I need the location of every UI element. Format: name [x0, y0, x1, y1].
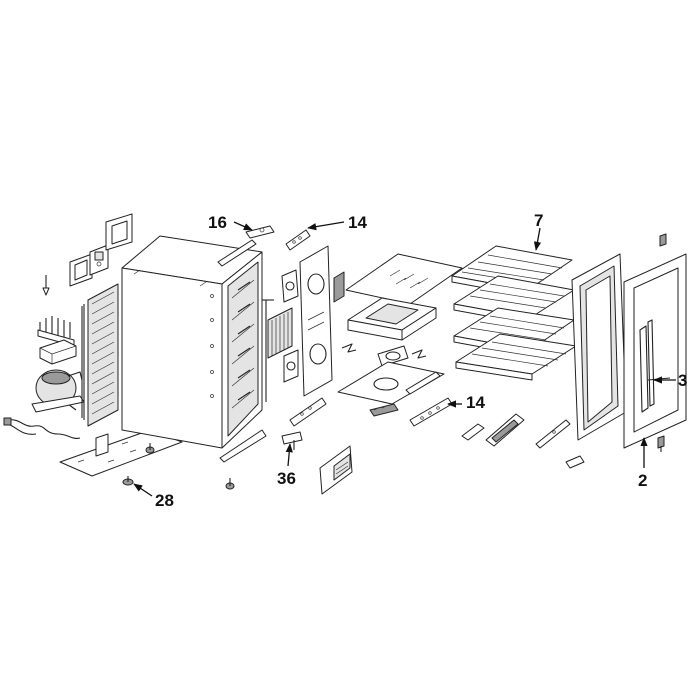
compressor	[31, 369, 85, 413]
callout-16: 16	[208, 213, 227, 232]
top-hinge-bracket	[217, 239, 257, 267]
top-door-pin	[659, 233, 667, 247]
connector-wire-right	[411, 349, 427, 359]
bottom-hinge-bracket	[219, 429, 267, 463]
side-plate-bracket	[95, 433, 109, 457]
top-frame-bracket	[105, 213, 133, 251]
callout-7: 7	[534, 211, 543, 230]
leader-28	[133, 483, 153, 497]
callout-28: 28	[155, 491, 174, 510]
fan-motor-top	[281, 269, 299, 303]
door-stopper	[565, 455, 585, 469]
top-hinge-16	[245, 225, 275, 239]
heater-element	[369, 403, 399, 417]
control-board	[319, 445, 353, 495]
leveling-foot-left	[122, 476, 134, 486]
drain-tube	[262, 299, 274, 402]
bottom-cover-panel	[337, 361, 445, 405]
light-bar-14-mid	[409, 397, 453, 427]
side-fan	[333, 271, 345, 303]
drain-fitting	[42, 275, 50, 296]
small-frame-bracket-left	[69, 253, 93, 287]
callout-14-mid: 14	[466, 393, 485, 412]
small-fan	[377, 345, 409, 367]
leveling-foot-right	[225, 478, 235, 490]
display-housing	[485, 413, 525, 447]
top-cover-panel	[345, 253, 463, 305]
callout-36: 36	[277, 469, 296, 488]
condenser-coil	[81, 283, 119, 427]
hinge-36	[281, 431, 303, 450]
glass-door	[623, 253, 687, 449]
leveling-foot-center	[145, 443, 155, 454]
heater-coil	[37, 316, 75, 347]
connector-wire-left	[341, 343, 357, 353]
door-gasket-strip	[535, 419, 571, 449]
power-cord	[3, 417, 81, 439]
evaporator-fins	[267, 307, 293, 359]
bottom-door-pin	[657, 435, 665, 452]
cabinet-body	[121, 235, 263, 449]
leader-7	[533, 227, 542, 251]
light-bar-14-top	[285, 229, 311, 251]
callout-3: 3	[678, 371, 687, 390]
wire-shelf-7d	[455, 333, 577, 381]
leader-16	[233, 221, 253, 231]
foam-housing	[347, 297, 437, 341]
fan-motor-bottom	[283, 349, 299, 383]
hinge-cover-small	[461, 423, 485, 441]
door-gasket-frame	[571, 253, 627, 441]
leader-36	[285, 443, 293, 467]
leader-14-top	[307, 221, 345, 231]
callout-14-top: 14	[348, 213, 367, 232]
drip-tray	[39, 339, 77, 365]
callout-2: 2	[638, 471, 647, 490]
bottom-support-bracket	[289, 397, 327, 427]
control-box-bracket	[89, 244, 109, 276]
evaporator-fan-panel	[299, 245, 333, 397]
